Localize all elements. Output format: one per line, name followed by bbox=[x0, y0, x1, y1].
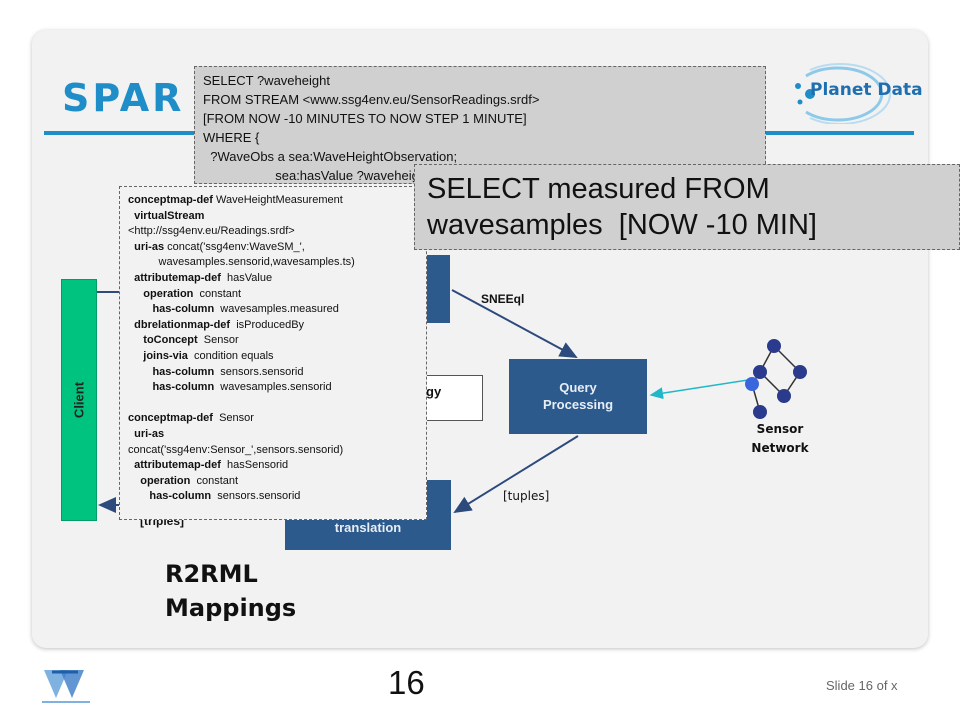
mapping-text bbox=[128, 366, 152, 378]
translation-label: translation bbox=[334, 519, 402, 535]
sensor-network-label: Sensor Network bbox=[751, 422, 809, 456]
sql-line: SELECT measured FROM bbox=[427, 173, 770, 205]
mapping-text: wavesamples.measured bbox=[214, 303, 339, 316]
mapping-text bbox=[128, 490, 149, 502]
mapping-text bbox=[128, 334, 143, 346]
mapping-text: hasSensorid bbox=[220, 459, 289, 472]
mapping-text: concat('ssg4env:Sensor_',sensors.sensori… bbox=[128, 443, 344, 456]
planet-data-logo bbox=[795, 63, 891, 124]
slide-number: 16 bbox=[388, 664, 425, 701]
fp7-logo bbox=[42, 670, 90, 703]
mapping-line: attributemap-def hasValue bbox=[128, 271, 418, 287]
mapping-text: Sensor bbox=[197, 334, 239, 347]
mapping-text: wavesamples.sensorid,wavesamples.ts) bbox=[128, 256, 355, 269]
mapping-text bbox=[128, 381, 152, 393]
mapping-text: constant bbox=[193, 287, 242, 300]
mapping-keyword: virtualStream bbox=[134, 209, 205, 222]
tuples-label: [tuples] bbox=[503, 489, 550, 503]
mapping-line: has-column wavesamples.sensorid bbox=[128, 380, 418, 396]
slide-title: SPAR bbox=[62, 76, 185, 120]
r2rml-mappings-label: R2RML Mappings bbox=[165, 560, 297, 622]
query-processing-label: Query Processing bbox=[542, 380, 614, 412]
mapping-line bbox=[128, 396, 418, 412]
mapping-line: operation constant bbox=[128, 287, 418, 303]
mapping-keyword: attributemap-def bbox=[134, 459, 221, 472]
mapping-line: dbrelationmap-def isProducedBy bbox=[128, 318, 418, 334]
mapping-line: uri-as concat('ssg4env:WaveSM_', bbox=[128, 240, 418, 256]
client-bar: Client bbox=[61, 279, 97, 521]
mapping-line: joins-via condition equals bbox=[128, 349, 418, 365]
sparql-line: WHERE { bbox=[203, 130, 260, 145]
sparql-line: SELECT ?waveheight bbox=[203, 73, 330, 88]
mapping-line: has-column sensors.sensorid bbox=[128, 365, 418, 381]
mapping-keyword: conceptmap-def bbox=[128, 412, 213, 425]
query-processing-box: Query Processing bbox=[509, 359, 647, 434]
sparql-line: [FROM NOW -10 MINUTES TO NOW STEP 1 MINU… bbox=[203, 111, 527, 126]
mapping-line: attributemap-def hasSensorid bbox=[128, 458, 418, 474]
mapping-line: conceptmap-def Sensor bbox=[128, 411, 418, 427]
sql-line: wavesamples [NOW -10 MIN] bbox=[427, 209, 817, 241]
mapping-keyword: uri-as bbox=[134, 427, 165, 440]
logo-text: Planet Data bbox=[810, 80, 923, 100]
mapping-line: conceptmap-def WaveHeightMeasurement bbox=[128, 193, 418, 209]
client-label: Client bbox=[71, 381, 87, 419]
mapping-text: sensors.sensorid bbox=[211, 490, 301, 503]
mapping-text: isProducedBy bbox=[230, 318, 305, 331]
mapping-line: virtualStream bbox=[128, 209, 418, 225]
mapping-text: WaveHeightMeasurement bbox=[212, 194, 343, 206]
mapping-keyword: conceptmap-def bbox=[128, 194, 213, 206]
mapping-line: toConcept Sensor bbox=[128, 333, 418, 349]
mapping-text: sensors.sensorid bbox=[214, 365, 304, 378]
ontology-label: gy bbox=[426, 384, 442, 399]
mapping-keyword: has-column bbox=[152, 303, 215, 316]
mapping-text: Sensor bbox=[212, 412, 254, 425]
mapping-keyword: dbrelationmap-def bbox=[134, 318, 231, 331]
mapping-keyword: joins-via bbox=[143, 349, 188, 362]
mapping-text: <http://ssg4env.eu/Readings.srdf> bbox=[128, 225, 295, 238]
sneeql-label: SNEEql bbox=[481, 292, 525, 306]
mapping-line: has-column wavesamples.measured bbox=[128, 302, 418, 318]
mapping-keyword: has-column bbox=[149, 490, 212, 503]
mapping-keyword: has-column bbox=[152, 365, 215, 378]
mapping-line: concat('ssg4env:Sensor_',sensors.sensori… bbox=[128, 443, 418, 459]
mapping-text: condition equals bbox=[187, 349, 274, 362]
mapping-text bbox=[128, 303, 152, 315]
mapping-text bbox=[128, 288, 143, 300]
slide-footer: Slide 16 of x bbox=[826, 678, 898, 693]
mapping-keyword: toConcept bbox=[143, 334, 198, 347]
mapping-line: operation constant bbox=[128, 474, 418, 490]
mapping-line: <http://ssg4env.eu/Readings.srdf> bbox=[128, 224, 418, 240]
mapping-keyword: operation bbox=[140, 474, 191, 487]
r2rml-mapping-box: conceptmap-def WaveHeightMeasurement vir… bbox=[119, 186, 427, 520]
mapping-keyword: operation bbox=[143, 287, 194, 300]
mapping-text bbox=[128, 350, 143, 362]
mapping-line: uri-as bbox=[128, 427, 418, 443]
mapping-text: hasValue bbox=[220, 271, 273, 284]
mapping-text: constant bbox=[190, 474, 239, 487]
mapping-text: concat('ssg4env:WaveSM_', bbox=[164, 240, 305, 253]
mapping-line: has-column sensors.sensorid bbox=[128, 489, 418, 505]
sparql-line: FROM STREAM <www.ssg4env.eu/SensorReadin… bbox=[203, 92, 540, 107]
mapping-keyword: uri-as bbox=[134, 240, 165, 253]
mapping-keyword: has-column bbox=[152, 381, 215, 394]
mapping-text bbox=[128, 475, 140, 487]
mapping-keyword: attributemap-def bbox=[134, 271, 221, 284]
mapping-line: wavesamples.sensorid,wavesamples.ts) bbox=[128, 255, 418, 271]
mapping-text: wavesamples.sensorid bbox=[214, 381, 332, 394]
sparql-line: ?WaveObs a sea:WaveHeightObservation; bbox=[203, 149, 458, 164]
sql-query-box: SELECT measured FROM wavesamples [NOW -1… bbox=[414, 164, 960, 250]
